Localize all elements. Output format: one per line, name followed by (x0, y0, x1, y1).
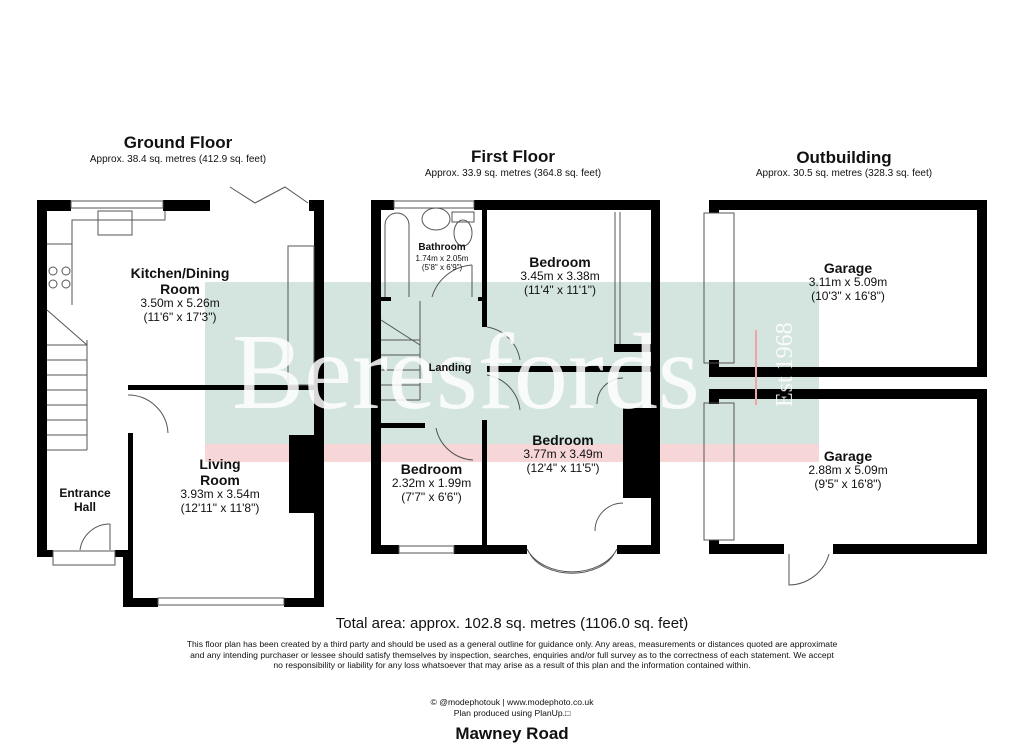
total-area: Total area: approx. 102.8 sq. metres (11… (335, 615, 689, 632)
room-living: Living Room 3.93m x 3.54m (12'11" x 11'8… (180, 456, 260, 515)
room-garage-2: Garage 2.88m x 5.09m (9'5" x 16'8") (808, 448, 888, 491)
room-bedroom-1: Bedroom 3.45m x 3.38m (11'4" x 11'1") (520, 254, 600, 297)
first-floor-area: Approx. 33.9 sq. metres (364.8 sq. feet) (424, 168, 602, 179)
room-bathroom: Bathroom 1.74m x 2.05m (5'8" x 6'9") (415, 242, 469, 272)
photo-credit: © @modephotouk | www.modephoto.co.uk (430, 697, 594, 707)
outbuilding-area: Approx. 30.5 sq. metres (328.3 sq. feet) (755, 168, 933, 179)
first-floor-title: First Floor (470, 147, 556, 166)
room-bedroom-3: Bedroom 2.32m x 1.99m (7'7" x 6'6") (391, 461, 472, 504)
ground-floor-area: Approx. 38.4 sq. metres (412.9 sq. feet) (89, 154, 267, 165)
property-name: Mawney Road (455, 724, 569, 743)
planup-credit: Plan produced using PlanUp.□ (453, 708, 571, 718)
room-landing: Landing (428, 362, 472, 374)
watermark-brand-text: Beresfords (232, 313, 700, 432)
room-bedroom-2: Bedroom 3.77m x 3.49m (12'4" x 11'5") (523, 432, 603, 475)
watermark-pink-band (205, 444, 819, 462)
ground-floor-title: Ground Floor (123, 133, 233, 152)
outbuilding-title: Outbuilding (796, 148, 892, 167)
watermark-est-text: Est 1968 (772, 322, 798, 407)
room-garage-1: Garage 3.11m x 5.09m (10'3" x 16'8") (808, 260, 888, 303)
room-kitchen-dining: Kitchen/Dining Room 3.50m x 5.26m (11'6"… (130, 265, 230, 324)
disclaimer-text: This floor plan has been created by a th… (186, 639, 838, 670)
room-entrance-hall: Entrance Hall (59, 486, 111, 514)
